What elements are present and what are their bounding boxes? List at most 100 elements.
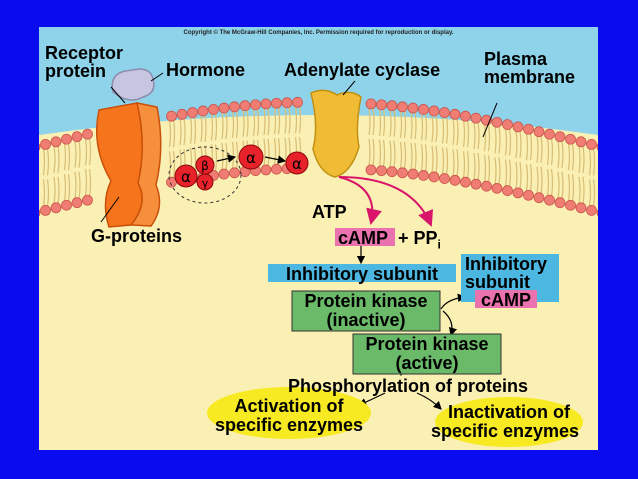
lipid-tail (242, 109, 245, 137)
lipid-head (428, 105, 440, 117)
lipid-tail (561, 140, 564, 168)
lipid-tail (525, 164, 529, 192)
lipid-tail (263, 107, 266, 135)
lipid-tail (445, 116, 449, 144)
lipid-tail (63, 143, 67, 171)
lipid-head (376, 99, 387, 111)
lipid-tail (424, 113, 428, 141)
gamma-subunit (196, 173, 214, 191)
lipid-tail (473, 153, 476, 181)
lipid-tail (536, 166, 539, 194)
lipid-head (586, 204, 597, 216)
lipid-tail (210, 113, 214, 141)
lipid-head (533, 192, 545, 204)
lipid-tail (435, 145, 438, 174)
lipid-tail (540, 166, 543, 194)
lipid-tail (179, 118, 182, 146)
lipid-tail (284, 106, 287, 134)
lipid-head (208, 104, 219, 115)
lipid-head (82, 128, 93, 140)
lipid-head (218, 168, 230, 180)
lipid-tail (431, 145, 434, 174)
lipid-tail (487, 155, 491, 183)
lipid-tail (78, 171, 81, 199)
lipid-head (502, 119, 513, 130)
lipid-tail (273, 107, 277, 135)
lipid-tail (235, 110, 239, 138)
lipid-tail (546, 138, 550, 166)
camp-right-label: cAMP (480, 290, 531, 310)
lipid-tail (487, 124, 491, 152)
lipid-tail (557, 140, 560, 168)
protein-kinase-active-box (352, 333, 502, 375)
lipid-tail (172, 120, 176, 148)
lipid-tail (410, 111, 413, 140)
lipid-tail (256, 108, 260, 136)
lipid-head (596, 209, 598, 217)
hormone-label: Hormone (166, 60, 246, 80)
lipid-tail (168, 120, 172, 148)
lipid-head (460, 110, 471, 122)
lipid-tail (550, 138, 554, 166)
alpha-symbol: α (246, 149, 256, 167)
lipid-tail (477, 153, 480, 181)
lipid-head (250, 99, 261, 111)
g-proteins-pointer (100, 196, 120, 223)
lipid-head (575, 202, 587, 214)
lipid-head (554, 197, 566, 209)
lipid-tail (540, 135, 543, 163)
lipid-tail (74, 171, 77, 199)
lipid-tail (571, 143, 575, 171)
lipid-tail (88, 169, 92, 197)
adenylate-cyclase-protein (310, 89, 362, 178)
lipid-tail (63, 174, 67, 202)
lipid-tail (235, 141, 239, 169)
lipid-tail (456, 118, 459, 146)
lipid-tail (204, 114, 207, 143)
lipid-tail (246, 109, 249, 137)
lipid-tail (466, 151, 470, 179)
ppi-subscript: i (437, 237, 441, 252)
lipid-head (218, 102, 230, 114)
protein-kinase-active-label-line1: Protein kinase (365, 334, 489, 354)
protein-kinase-inactive-box (291, 290, 441, 332)
lipid-head (512, 121, 524, 133)
alpha-symbol: α (181, 168, 191, 186)
lipid-tail (529, 133, 533, 161)
lipid-head (533, 126, 545, 138)
plasma-membrane-label-line2: membrane (484, 67, 576, 87)
receptor-label-line2: protein (45, 61, 106, 81)
lipid-head (565, 199, 576, 211)
inactivation-arrow (416, 392, 442, 410)
lipid-head (386, 100, 398, 112)
lipid-head (460, 176, 471, 188)
lipid-tail (294, 106, 298, 134)
lipid-head (39, 143, 41, 151)
lipid-tail (172, 151, 176, 179)
lipid-head (260, 164, 272, 176)
g-protein-complex-outline (168, 146, 242, 204)
lipid-tail (225, 142, 228, 171)
lipid-head (523, 123, 534, 135)
lipid-head (50, 202, 62, 214)
lipid-tail (372, 138, 375, 166)
lipid-head (470, 112, 482, 124)
plasma-membrane-pointer (482, 102, 498, 138)
lipid-tail (519, 130, 522, 158)
lipid-tail (168, 151, 172, 179)
camp-label: cAMP (338, 228, 389, 248)
lipid-tail (378, 139, 382, 167)
lipid-tail (498, 126, 501, 154)
lipid-tail (592, 179, 596, 207)
lipid-head (260, 98, 272, 110)
lipid-tail (561, 171, 564, 199)
lipid-tail (288, 106, 291, 134)
lipid-head (491, 182, 503, 194)
lipid-head (481, 180, 492, 192)
lipid-tail (84, 138, 88, 166)
inhibitory-subunit-label: Inhibitory subunit (286, 264, 438, 284)
lipid-tail (403, 141, 407, 169)
lipid-tail (382, 108, 386, 136)
lipid-tail (567, 174, 571, 202)
lipid-tail (267, 107, 270, 135)
